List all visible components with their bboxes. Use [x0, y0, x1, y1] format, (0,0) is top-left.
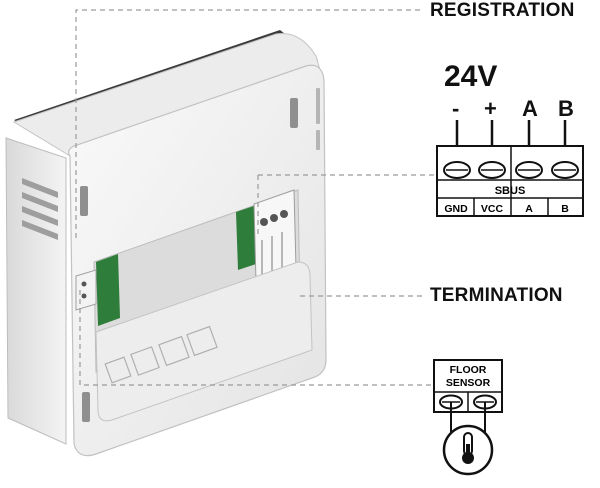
- pin-minus-label: -: [452, 96, 460, 121]
- screw-terminal: [443, 161, 471, 179]
- pin-label-gnd: GND: [444, 203, 468, 215]
- device-left-side: [5, 137, 67, 445]
- thermostat-device: [5, 30, 327, 457]
- callout-termination: TERMINATION: [430, 285, 563, 306]
- leader-registration: [75, 9, 424, 238]
- pcb-left: [96, 254, 120, 326]
- screw-terminal: [551, 161, 579, 179]
- terminal-block: SBUS GND VCC A B: [436, 120, 584, 217]
- pin-label-vcc: VCC: [481, 203, 504, 215]
- leader-lines: [75, 9, 436, 386]
- leader-floor-sensor: [79, 290, 432, 386]
- certification-marks: [104, 325, 218, 384]
- pin-plus-label: +: [484, 96, 497, 121]
- vent-slots: [22, 178, 58, 240]
- pin-label-b: B: [561, 203, 569, 215]
- voltage-label: 24V: [444, 60, 498, 93]
- lower-panel: [95, 261, 313, 422]
- screw-terminals: [443, 161, 579, 179]
- terminal-block-frame: [436, 145, 584, 217]
- pin-b-label: B: [558, 96, 574, 121]
- pin-label-a: A: [525, 203, 533, 215]
- bus-label: SBUS: [495, 185, 526, 197]
- screw-terminal: [478, 161, 506, 179]
- right-vent-slots: [316, 88, 320, 150]
- callout-registration: REGISTRATION: [430, 0, 575, 21]
- floor-sensor-label-2: SENSOR: [446, 377, 491, 389]
- pin-a-label: A: [522, 96, 538, 121]
- sensor-wires: [450, 402, 486, 432]
- device-top-face: [12, 32, 321, 157]
- floor-sensor-label-1: FLOOR: [450, 364, 487, 376]
- device-floor-connector: [75, 269, 97, 311]
- thermometer-icon: [462, 432, 474, 464]
- screw-terminal: [515, 161, 543, 179]
- floor-sensor: FLOOR SENSOR: [433, 359, 503, 476]
